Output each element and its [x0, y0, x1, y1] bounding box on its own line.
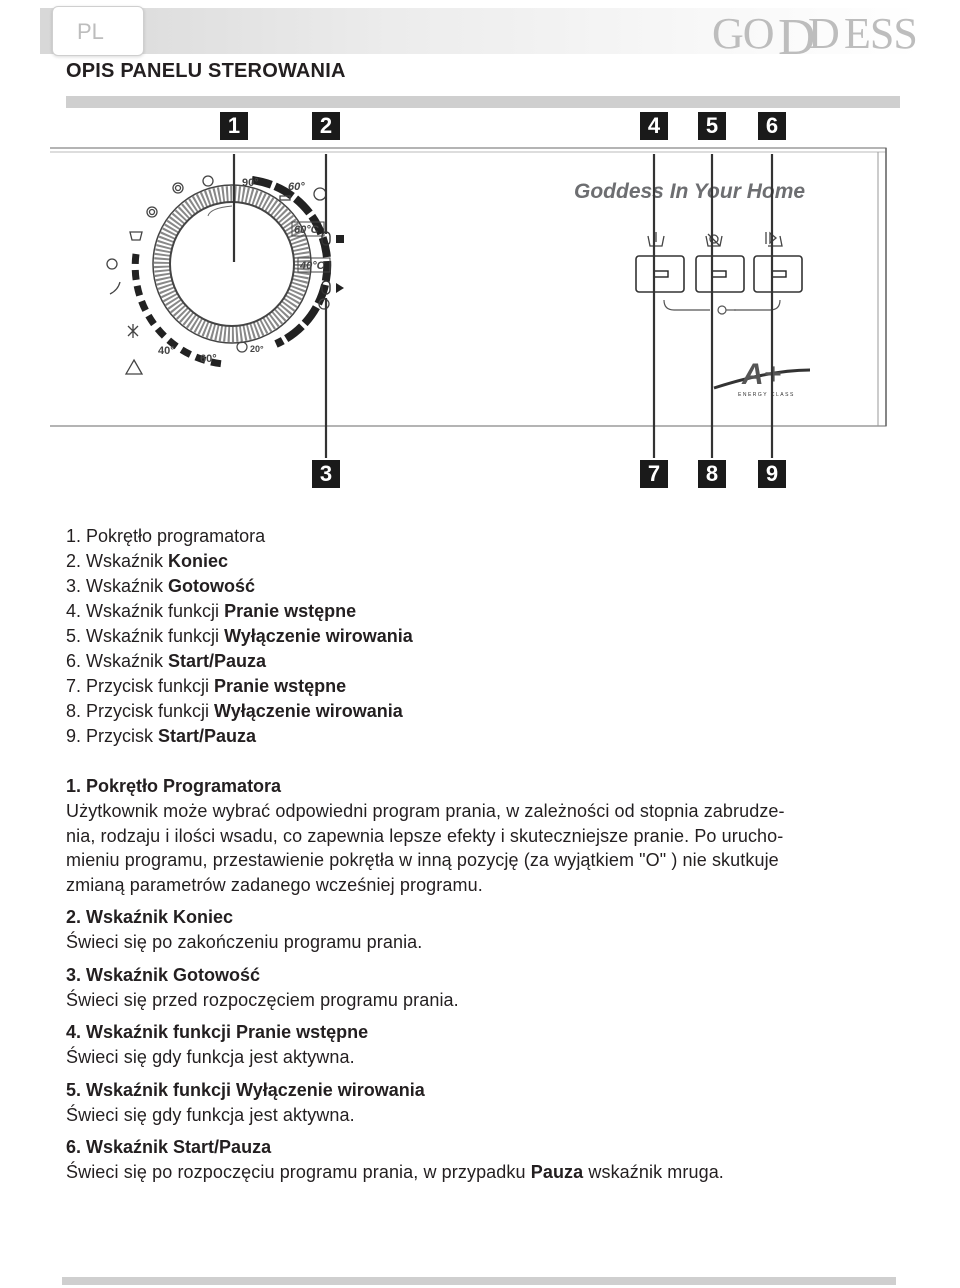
svg-text:D: D: [778, 9, 816, 58]
energy-class-value: A+: [741, 358, 781, 391]
section-text: Świeci się gdy funkcja jest aktywna.: [66, 1104, 355, 1125]
callout-7: 7: [640, 460, 668, 488]
program-icons: [106, 175, 330, 375]
section-prewash-indicator: 4. Wskaźnik funkcji Pranie wstępne Świec…: [66, 1020, 896, 1070]
section-programmer: 1. Pokrętło Programatora Użytkownik może…: [66, 774, 896, 897]
function-icons: [647, 231, 783, 247]
callout-9: 9: [758, 460, 786, 488]
language-label: PL: [77, 19, 104, 44]
section-heading: 3. Wskaźnik Gotowość: [66, 964, 261, 985]
legend-item: 9. Przycisk Start/Pauza: [66, 726, 257, 746]
callout-2: 2: [312, 112, 340, 140]
svg-text:GO: GO: [712, 9, 774, 58]
page-title: OPIS PANELU STEROWANIA: [66, 60, 346, 82]
no-spin-icon: [705, 235, 723, 247]
component-legend: 1. Pokrętło programatora 2. Wskaźnik Kon…: [66, 524, 906, 749]
control-panel-drawing: 90° 60° 60°C 40°C 40° 60° 20° Goddess In…: [50, 147, 887, 458]
control-panel-diagram: 90° 60° 60°C 40°C 40° 60° 20° Goddess In…: [40, 108, 940, 498]
svg-text:ESS: ESS: [844, 9, 917, 58]
no-spin-button[interactable]: [695, 255, 745, 293]
start-pause-button[interactable]: [753, 255, 803, 293]
descriptions: 1. Pokrętło Programatora Użytkownik może…: [66, 774, 896, 1193]
section-start-pause-indicator: 6. Wskaźnik Start/Pauza Świeci się po ro…: [66, 1135, 896, 1185]
legend-item: 7. Przycisk funkcji Pranie wstępne: [66, 676, 347, 696]
footer-divider: [62, 1277, 896, 1285]
energy-class-label: ENERGY CLASS: [738, 392, 795, 398]
callout-6: 6: [758, 112, 786, 140]
legend-item: 1. Pokrętło programatora: [66, 526, 266, 546]
callout-8: 8: [698, 460, 726, 488]
section-heading: 5. Wskaźnik funkcji Wyłączenie wirowania: [66, 1079, 425, 1100]
section-heading: 2. Wskaźnik Koniec: [66, 907, 234, 927]
temp-60-box: 60°C: [294, 224, 320, 236]
section-no-spin-indicator: 5. Wskaźnik funkcji Wyłączenie wirowania…: [66, 1078, 896, 1128]
goddess-logo: GO D D ESS: [712, 9, 918, 58]
callout-5: 5: [698, 112, 726, 140]
legend-item: 8. Przycisk funkcji Wyłączenie wirowania: [66, 701, 403, 721]
header-bar: [40, 8, 920, 54]
temp-40-box: 40°C: [299, 260, 326, 272]
language-tab: PL: [52, 6, 144, 56]
programmer-knob[interactable]: [152, 184, 312, 344]
section-text: Świeci się po rozpoczęciu programu prani…: [66, 1162, 724, 1182]
section-text: Świeci się przed rozpoczęciem programu p…: [66, 989, 459, 1010]
section-heading: 4. Wskaźnik funkcji Pranie wstępne: [66, 1022, 369, 1042]
section-ready-indicator: 3. Wskaźnik Gotowość Świeci się przed ro…: [66, 963, 896, 1013]
callout-1: 1: [220, 112, 248, 140]
section-text: Świeci się po zakończeniu programu prani…: [66, 932, 423, 952]
legend-item: 6. Wskaźnik Start/Pauza: [66, 651, 267, 671]
ready-indicator: [321, 280, 344, 295]
callout-3: 3: [312, 460, 340, 488]
temp-60-a: 60°: [288, 181, 305, 193]
section-text: Świeci się gdy funkcja jest aktywna.: [66, 1047, 355, 1067]
energy-class-logo: A+ ENERGY CLASS: [713, 358, 811, 398]
section-heading: 1. Pokrętło Programatora: [66, 776, 282, 796]
callout-lines: [232, 154, 774, 458]
callout-4: 4: [640, 112, 668, 140]
legend-item: 4. Wskaźnik funkcji Pranie wstępne: [66, 601, 357, 621]
prewash-icon: [647, 235, 665, 247]
temp-20: 20°: [250, 344, 264, 354]
section-text: Użytkownik może wybrać odpowiedni progra…: [66, 801, 785, 895]
section-heading: 6. Wskaźnik Start/Pauza: [66, 1137, 272, 1157]
child-lock: [663, 299, 781, 315]
temp-60-b: 60°: [200, 353, 217, 365]
prewash-button[interactable]: [635, 255, 685, 293]
legend-item: 5. Wskaźnik funkcji Wyłączenie wirowania: [66, 626, 413, 646]
title-divider: [66, 96, 900, 108]
temp-90: 90°: [242, 177, 259, 189]
legend-item: 2. Wskaźnik Koniec: [66, 551, 229, 571]
panel-slogan: Goddess In Your Home: [574, 180, 805, 203]
temp-40: 40°: [158, 345, 175, 357]
section-end-indicator: 2. Wskaźnik Koniec Świeci się po zakończ…: [66, 905, 896, 955]
legend-item: 3. Wskaźnik Gotowość: [66, 576, 256, 596]
svg-text:D: D: [808, 9, 840, 58]
